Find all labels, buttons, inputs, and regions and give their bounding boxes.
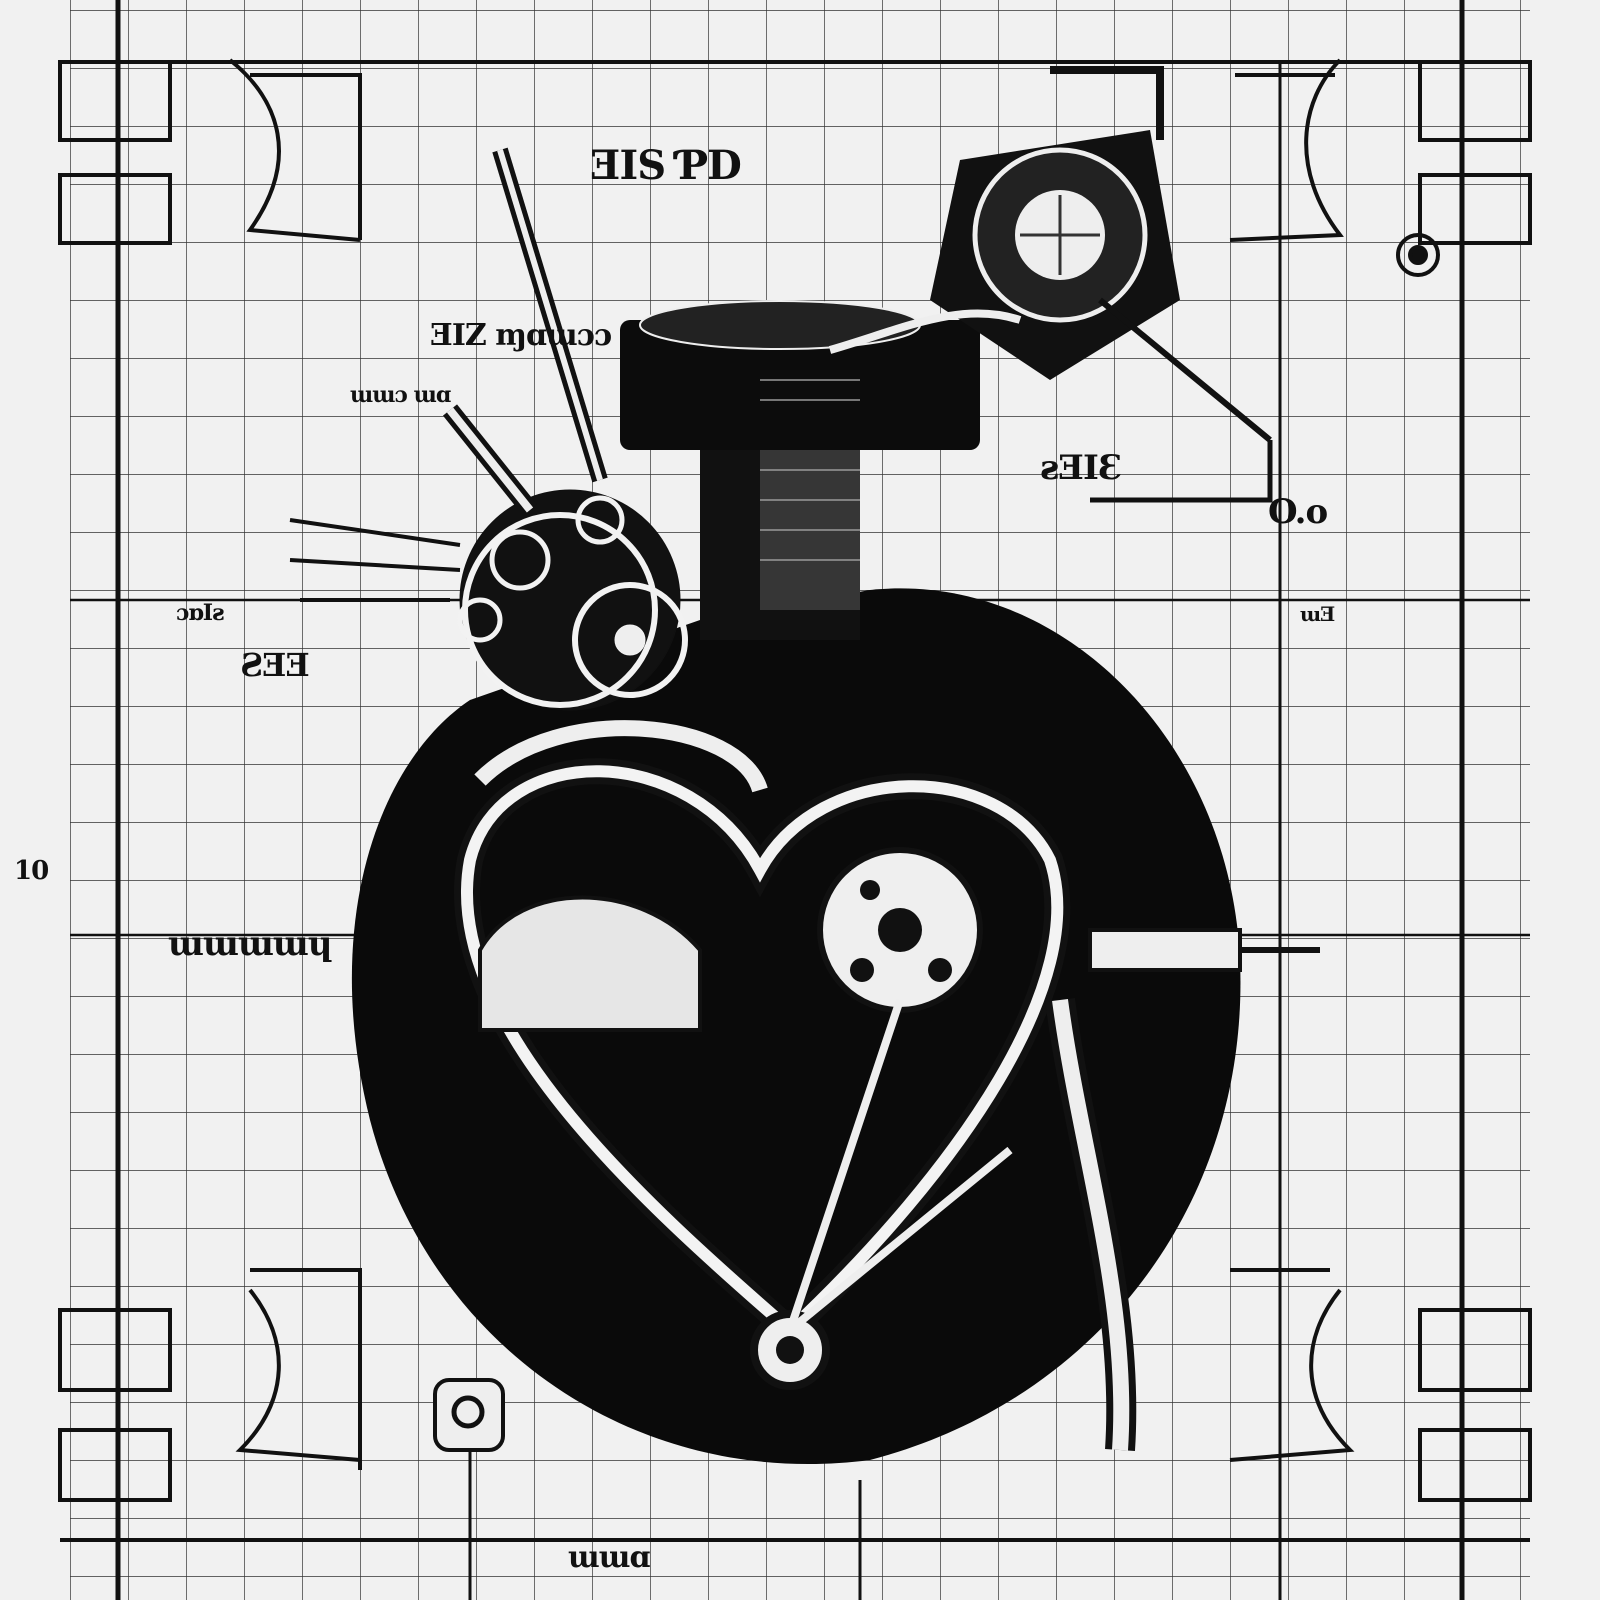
bottom-valve: [433, 1378, 505, 1452]
valve-gear: [828, 66, 1273, 503]
annotation-label-2: ƎIZ ɱɑɯɔɔ: [430, 318, 612, 353]
annotation-label-6: ɔɒIƨ: [176, 600, 224, 626]
annotation-label-8: ɯƎ: [1300, 602, 1335, 626]
annotation-label-7: ƧƎƎ: [240, 646, 310, 684]
annotation-label-10: ɯɯɯɯɥ: [168, 924, 333, 964]
corner-ornaments: [58, 58, 1532, 1502]
annotation-label-3: ɯɯɔ ɯɑ: [350, 382, 451, 408]
annotation-label-4: ƨƎIƐ: [1040, 448, 1122, 488]
inner-heart: [454, 720, 1320, 1451]
gear-cluster: [289, 147, 688, 711]
annotation-label-9: 10: [14, 856, 49, 886]
annotation-label-5: O.o: [1268, 492, 1328, 532]
annotation-label-11: ɯɯɑ: [568, 1540, 650, 1575]
annotation-label-1: ƎIS ƤD: [590, 142, 742, 189]
